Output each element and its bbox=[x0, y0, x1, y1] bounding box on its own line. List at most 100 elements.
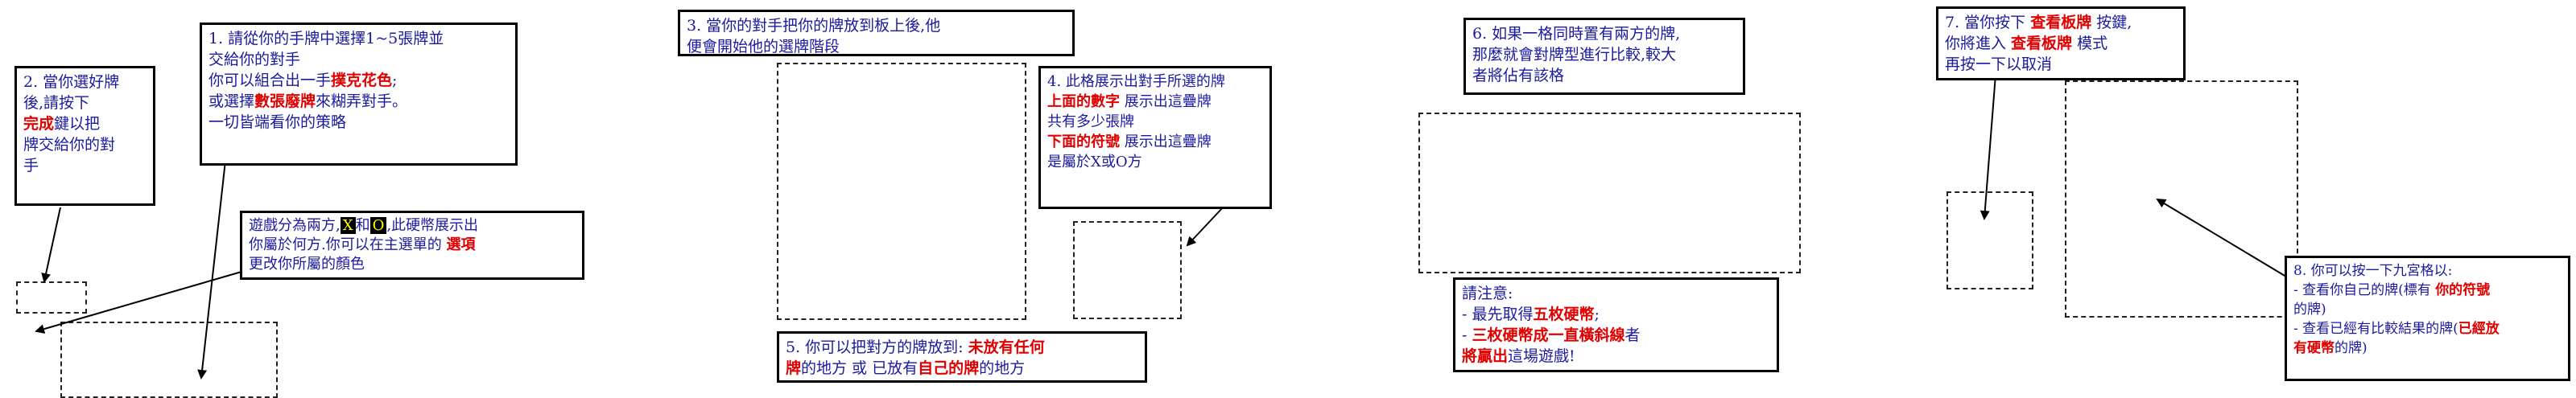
note-text: 你可以組合出一手 bbox=[208, 72, 332, 89]
highlight-text: 五枚硬幣 bbox=[1533, 306, 1595, 323]
note-text: 請注意: bbox=[1462, 285, 1513, 302]
note-line: 完成鍵以把 bbox=[23, 113, 147, 134]
note-text: 1. 請從你的手牌中選擇1~5張牌並 bbox=[208, 30, 444, 47]
note-line: 是屬於X或O方 bbox=[1047, 152, 1263, 172]
note-line: 那麼就會對牌型進行比較,較大 bbox=[1472, 44, 1736, 65]
note-text: ; bbox=[1594, 306, 1600, 323]
nine-grid-area[interactable] bbox=[2065, 80, 2298, 318]
note-text: 再按一下以取消 bbox=[1945, 55, 2053, 73]
note-opponent-pile: 4. 此格展示出對手所選的牌 上面的數字 展示出這疊牌共有多少張牌下面的符號 展… bbox=[1038, 66, 1272, 209]
note-text: 的牌) bbox=[2334, 340, 2368, 356]
note-text: 的地方 或 已放有 bbox=[801, 359, 919, 377]
note-line: 你屬於何方.你可以在主選單的 選項 bbox=[249, 236, 576, 255]
note-text: 按鍵, bbox=[2091, 14, 2132, 31]
done-button-area[interactable] bbox=[16, 281, 87, 314]
board-placement-area[interactable] bbox=[777, 63, 1026, 320]
note-line: - 最先取得五枚硬幣; bbox=[1462, 304, 1770, 325]
highlight-text: 數張廢牌 bbox=[254, 92, 316, 110]
note-text: 5. 你可以把對方的牌放到: bbox=[786, 339, 968, 356]
note-text: 和 bbox=[355, 217, 370, 234]
note-line: 手 bbox=[23, 155, 147, 176]
note-opponent-turn: 3. 當你的對手把你的牌放到板上後,他便會開始他的選牌階段 bbox=[678, 10, 1075, 56]
note-text: 4. 此格展示出對手所選的牌 bbox=[1047, 73, 1225, 90]
note-line: 交給你的對手 bbox=[208, 49, 509, 70]
note-text: 交給你的對手 bbox=[208, 51, 301, 68]
note-text: 手 bbox=[23, 157, 39, 174]
note-text: 這場遊戲! bbox=[1508, 347, 1575, 365]
highlight-text: 查看板牌 bbox=[2030, 14, 2092, 31]
note-done-button: 2. 當你選好牌後,請按下完成鍵以把牌交給你的對手 bbox=[14, 66, 155, 206]
note-text: 8. 你可以按一下九宮格以: bbox=[2293, 263, 2453, 279]
highlight-text: 完成 bbox=[23, 115, 55, 133]
note-line: 請注意: bbox=[1462, 283, 1770, 304]
note-nine-grid: 8. 你可以按一下九宮格以: - 查看你自己的牌(標有 你的符號的牌) - 查看已經… bbox=[2285, 256, 2570, 381]
arrow-note1 bbox=[197, 160, 226, 380]
note-line: - 三枚硬幣成一直橫斜線者 bbox=[1462, 325, 1770, 346]
arrow-note-sides bbox=[35, 271, 242, 334]
arrow-note2 bbox=[41, 207, 61, 283]
note-line: 3. 當你的對手把你的牌放到板上後,他 bbox=[687, 15, 1066, 36]
note-text: 共有多少張牌 bbox=[1047, 113, 1134, 130]
note-text: 模式 bbox=[2072, 35, 2108, 52]
note-line: 5. 你可以把對方的牌放到: 未放有任何 bbox=[786, 337, 1138, 358]
comparison-area bbox=[1418, 113, 1801, 273]
note-text: 鍵以把 bbox=[54, 115, 101, 133]
arrow-note7 bbox=[1979, 64, 1997, 220]
note-text: 是屬於X或O方 bbox=[1047, 154, 1142, 170]
note-text: ,此硬幣展示出 bbox=[386, 217, 479, 234]
note-text: 3. 當你的對手把你的牌放到板上後,他 bbox=[687, 17, 941, 35]
note-text: 的地方 bbox=[979, 359, 1026, 377]
note-line: 便會開始他的選牌階段 bbox=[687, 36, 1066, 57]
highlight-text: 選項 bbox=[446, 236, 476, 253]
note-place-cards: 5. 你可以把對方的牌放到: 未放有任何牌的地方 或 已放有自己的牌的地方 bbox=[777, 331, 1147, 383]
note-text: 7. 當你按下 bbox=[1945, 14, 2031, 31]
note-text: 一切皆端看你的策略 bbox=[208, 113, 347, 131]
note-text: - 查看你自己的牌(標有 bbox=[2293, 282, 2436, 298]
opponent-pile-area bbox=[1073, 221, 1182, 319]
note-text: ; bbox=[392, 72, 398, 89]
highlight-text: 自己的牌 bbox=[918, 359, 980, 377]
note-text: - 查看已經有比較結果的牌( bbox=[2293, 321, 2458, 337]
view-board-button-area[interactable] bbox=[1946, 191, 2033, 289]
note-line: 的牌) bbox=[2293, 300, 2562, 319]
note-select-cards: 1. 請從你的手牌中選擇1~5張牌並交給你的對手你可以組合出一手撲克花色;或選擇… bbox=[200, 23, 518, 166]
note-line: 後,請按下 bbox=[23, 92, 147, 113]
highlight-text: 將贏出 bbox=[1462, 347, 1509, 365]
note-line: 一切皆端看你的策略 bbox=[208, 112, 509, 133]
highlight-text: 已經放 bbox=[2458, 321, 2500, 337]
note-line: 有硬幣的牌) bbox=[2293, 339, 2562, 358]
note-text: 2. 當你選好牌 bbox=[23, 73, 120, 91]
note-line: 你可以組合出一手撲克花色; bbox=[208, 70, 509, 91]
note-text: 6. 如果一格同時置有兩方的牌, bbox=[1472, 25, 1681, 43]
highlight-text: 上面的數字 bbox=[1047, 93, 1120, 110]
note-text: 牌交給你的對 bbox=[23, 136, 116, 154]
note-view-board: 7. 當你按下 查看板牌 按鍵, 你將進入 查看板牌 模式再按一下以取消 bbox=[1936, 6, 2186, 80]
highlight-text: 牌 bbox=[786, 359, 802, 377]
note-line: 6. 如果一格同時置有兩方的牌, bbox=[1472, 23, 1736, 44]
note-text: 展示出這疊牌 bbox=[1120, 93, 1212, 110]
highlight-text: 你的符號 bbox=[2435, 282, 2491, 298]
note-line: 牌交給你的對 bbox=[23, 134, 147, 155]
note-line: 者將佔有該格 bbox=[1472, 65, 1736, 86]
note-text: 的牌) bbox=[2293, 302, 2326, 318]
note-text: 你將進入 bbox=[1945, 35, 2012, 52]
highlight-text: 下面的符號 bbox=[1047, 133, 1120, 150]
arrow-note4 bbox=[1186, 206, 1224, 247]
note-text: 便會開始他的選牌階段 bbox=[687, 38, 840, 55]
note-line: 7. 當你按下 查看板牌 按鍵, bbox=[1945, 12, 2177, 33]
note-line: 下面的符號 展示出這疊牌 bbox=[1047, 132, 1263, 152]
note-line: 將贏出這場遊戲! bbox=[1462, 346, 1770, 367]
note-text: 來糊弄對手。 bbox=[316, 92, 408, 110]
note-text: 後,請按下 bbox=[23, 94, 90, 112]
note-line: 上面的數字 展示出這疊牌 bbox=[1047, 92, 1263, 112]
highlight-text: 未放有任何 bbox=[968, 339, 1045, 356]
note-line: 再按一下以取消 bbox=[1945, 54, 2177, 75]
note-line: 牌的地方 或 已放有自己的牌的地方 bbox=[786, 358, 1138, 379]
note-text: 你屬於何方.你可以在主選單的 bbox=[249, 236, 447, 253]
note-text: 展示出這疊牌 bbox=[1120, 133, 1212, 150]
note-text: 或選擇 bbox=[208, 92, 255, 110]
note-line: 1. 請從你的手牌中選擇1~5張牌並 bbox=[208, 28, 509, 49]
connector-arrows bbox=[35, 64, 2311, 380]
